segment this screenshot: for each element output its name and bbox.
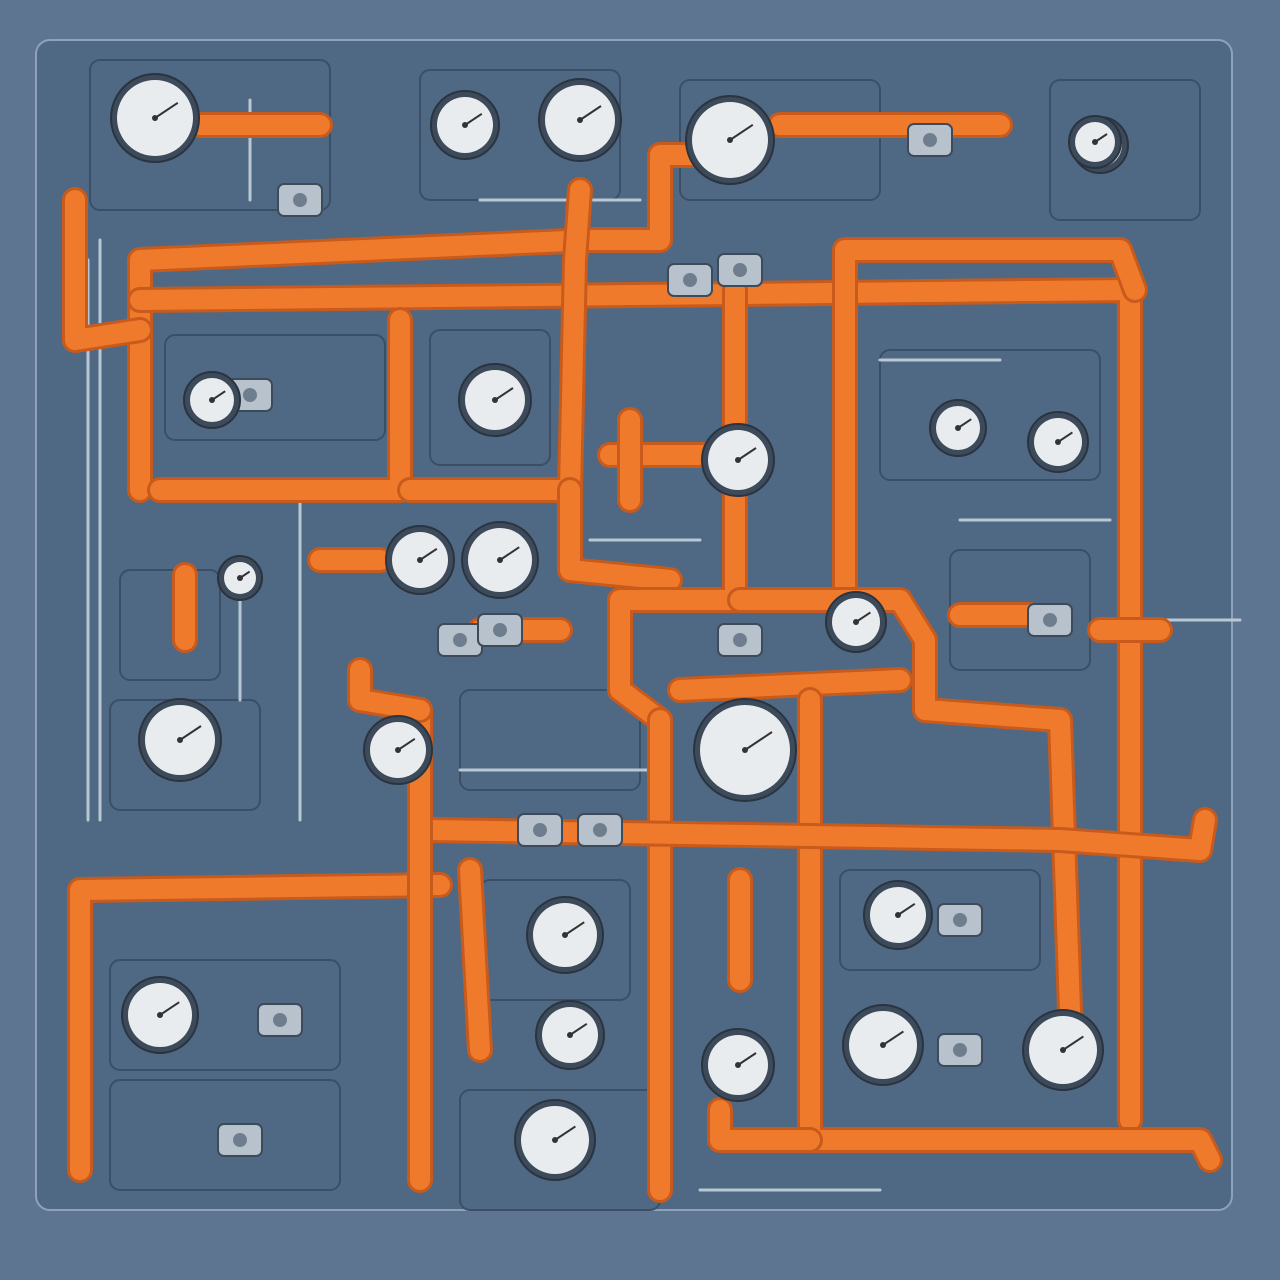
orange-pipe [400,180,590,500]
equipment-panel [679,79,881,201]
gauge-pivot [395,747,401,753]
orange-pipe [350,660,430,720]
equipment-panel [164,334,386,441]
orange-pipe [560,480,680,590]
orange-pipe [420,810,1215,860]
gauge-pivot [1060,1047,1066,1053]
gauge-needle [159,1001,180,1016]
orange-pipe [65,190,150,350]
gauge-needle [154,101,179,119]
valve-handle [593,823,607,837]
gauge-pivot [727,137,733,143]
equipment-panel [879,349,1101,481]
equipment-panel [459,689,641,791]
gauge-needle [1062,1035,1084,1051]
valve-handle [733,263,747,277]
valve-handle [953,1043,967,1057]
valve-handle [453,633,467,647]
equipment-panel [109,1079,341,1191]
gauge-pivot [237,575,243,581]
gauge-needle [554,1125,576,1141]
gauge-pivot [880,1042,886,1048]
orange-pipe [800,690,1220,1170]
equipment-panel [119,569,221,681]
gauge-pivot [177,737,183,743]
equipment-panel [89,59,331,211]
gauge-pivot [895,912,901,918]
gauge-pivot [955,425,961,431]
gauge-needle [397,737,416,751]
gauge-needle [744,731,773,751]
gauge-needle [737,1052,757,1066]
valve-handle [273,1013,287,1027]
equipment-panel [1049,79,1201,221]
gauge-needle [729,123,754,141]
equipment-panel [109,959,341,1071]
valve-handle [1043,613,1057,627]
orange-pipe [70,875,450,1180]
gauge-pivot [853,619,859,625]
orange-pipe [710,1100,820,1150]
gauge-needle [419,547,438,561]
valve-handle [923,133,937,147]
gauge-pivot [152,115,158,121]
gauge-pivot [1092,139,1098,145]
valve-handle [293,193,307,207]
gauge-pivot [462,122,468,128]
orange-pipe [460,860,490,1060]
gauge-pivot [492,397,498,403]
orange-pipe [670,670,910,700]
valve-handle [733,633,747,647]
orange-pipe [835,240,1145,600]
gauge-pivot [417,557,423,563]
gauge-needle [464,112,483,126]
gauge-needle [564,921,585,936]
valve-handle [493,623,507,637]
gauge-pivot [562,932,568,938]
gauge-pivot [552,1137,558,1143]
gauge-needle [499,546,520,561]
gauge-pivot [577,117,583,123]
gauge-pivot [735,457,741,463]
gauge-needle [579,105,602,121]
equipment-panel [429,329,551,466]
valve-handle [233,1133,247,1147]
gauge-needle [179,725,202,741]
gauge-needle [882,1030,904,1046]
gauge-needle [737,447,757,461]
gauge-pivot [567,1032,573,1038]
gauge-needle [569,1022,588,1036]
gauge-pivot [735,1062,741,1068]
gauge-pivot [742,747,748,753]
gauge-pivot [1055,439,1061,445]
equipment-panel [839,869,1041,971]
valve-handle [683,273,697,287]
gauge-needle [494,387,514,401]
valve-handle [953,913,967,927]
valve-handle [533,823,547,837]
valve-handle [243,388,257,402]
gauge-pivot [157,1012,163,1018]
gauge-needle [897,902,916,916]
gauge-pivot [209,397,215,403]
gauge-pivot [497,557,503,563]
